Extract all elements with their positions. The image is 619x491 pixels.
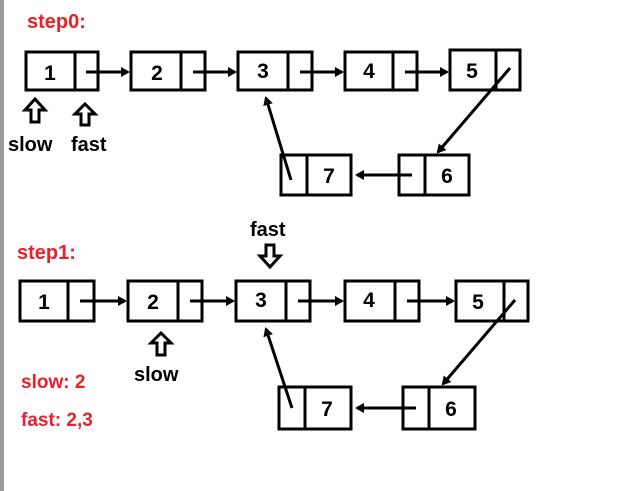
node-value: 3: [257, 60, 269, 83]
node-value: 6: [445, 398, 457, 421]
window-edge: [0, 0, 4, 491]
node-value: 7: [321, 398, 333, 421]
step0-node-5: 5: [448, 48, 522, 92]
node-value: 6: [441, 165, 453, 188]
up-arrow-icon: [71, 101, 99, 127]
fast-label: fast: [250, 219, 286, 241]
step0-fast-pointer: fast: [71, 101, 107, 156]
link-arrow: [441, 299, 517, 386]
node-value: 5: [472, 291, 484, 314]
step0-label: step0:: [27, 11, 86, 33]
step1-node-5: 5: [454, 279, 530, 323]
step1-slow-pointer: slow: [134, 330, 179, 386]
node-value: 7: [323, 165, 335, 188]
node-value: 1: [44, 62, 56, 85]
step1-node-7: 7: [277, 385, 353, 431]
node-value: 3: [255, 289, 267, 312]
link-arrow: [436, 67, 512, 154]
node-value: 4: [363, 60, 375, 83]
node-value: 2: [151, 62, 163, 85]
node-value: 5: [466, 60, 478, 83]
fast-label: fast: [71, 134, 107, 156]
step1-label: step1:: [17, 242, 76, 264]
fast-state: fast: 2,3: [21, 410, 93, 431]
step1-panel: step1: 1 2 3 4: [17, 219, 530, 431]
step1-links: [80, 296, 517, 413]
slow-label: slow: [8, 134, 53, 156]
step0-links: [86, 67, 512, 181]
node-value: 4: [363, 289, 375, 312]
cycle-link-arrow: [263, 96, 293, 181]
up-arrow-icon: [147, 330, 175, 357]
slow-label: slow: [134, 364, 179, 386]
step1-fast-pointer: fast: [250, 219, 286, 270]
slow-state: slow: 2: [21, 372, 85, 393]
cycle-link-arrow: [263, 327, 294, 409]
up-arrow-icon: [21, 96, 49, 124]
step1-node-1: 1: [18, 279, 96, 323]
node-value: 2: [147, 291, 159, 314]
step0-slow-pointer: slow: [8, 96, 53, 156]
node-value: 1: [38, 291, 50, 314]
step0-panel: step0: 1 2 3 4: [8, 11, 522, 197]
down-arrow-icon: [256, 243, 284, 270]
step0-node-7: 7: [279, 153, 353, 197]
